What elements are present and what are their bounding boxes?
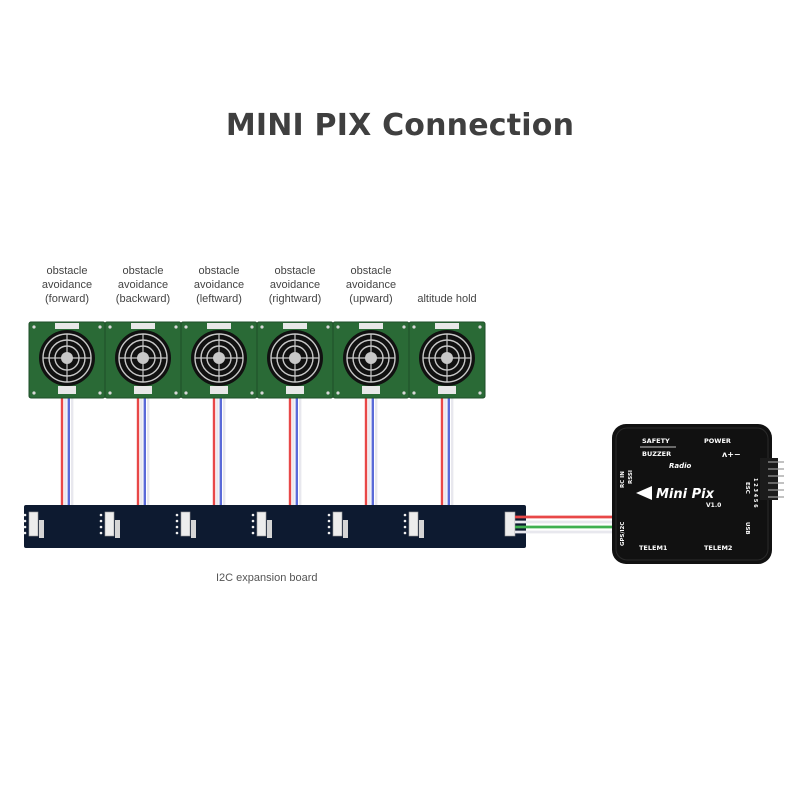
sensor-label-line: avoidance bbox=[270, 279, 320, 291]
ultrasonic-sensor bbox=[256, 321, 334, 399]
brand-name: Mini Pix bbox=[656, 487, 715, 502]
ultrasonic-sensor bbox=[408, 321, 486, 399]
expansion-port bbox=[99, 511, 120, 538]
ultrasonic-sensor bbox=[332, 321, 410, 399]
sensor-label-line: (rightward) bbox=[269, 293, 322, 305]
wire bbox=[333, 398, 371, 523]
usb-label: USB bbox=[744, 522, 750, 535]
wire bbox=[29, 398, 67, 523]
controller-cable bbox=[504, 511, 614, 537]
wire bbox=[409, 398, 444, 518]
expansion-port bbox=[23, 511, 44, 538]
expansion-board-label: I2C expansion board bbox=[216, 572, 318, 584]
esc-numbers: 1 2 3 4 5 6 bbox=[752, 478, 758, 508]
sensor-label-line: avoidance bbox=[194, 279, 244, 291]
power-label: POWER bbox=[704, 437, 731, 445]
wire bbox=[257, 398, 292, 518]
sensor-labels: obstacle avoidance (forward) obstacle avoida… bbox=[42, 265, 477, 305]
buzzer-label: BUZZER bbox=[642, 450, 671, 458]
expansion-board-ports bbox=[23, 511, 424, 538]
sensor-label-line: (leftward) bbox=[196, 293, 242, 305]
wire bbox=[333, 398, 368, 518]
wire bbox=[409, 398, 447, 523]
sensor-label-line: avoidance bbox=[42, 279, 92, 291]
safety-label: SAFETY bbox=[642, 437, 670, 445]
wire bbox=[29, 398, 64, 518]
brand-arrow-icon bbox=[636, 486, 652, 500]
sensor-label-line: obstacle bbox=[47, 265, 88, 277]
i2c-expansion-board bbox=[24, 505, 526, 548]
sensor-label-line: (forward) bbox=[45, 293, 89, 305]
sensor-label-line: altitude hold bbox=[417, 293, 476, 305]
radio-label: Radio bbox=[669, 462, 692, 470]
telem1-label: TELEM1 bbox=[639, 544, 668, 552]
esc-pin-header bbox=[760, 458, 784, 500]
expansion-port bbox=[403, 511, 424, 538]
sensor-label-line: (upward) bbox=[349, 293, 392, 305]
sensor-label-line: obstacle bbox=[275, 265, 316, 277]
expansion-port bbox=[327, 511, 348, 538]
mini-pix-controller: SAFETY BUZZER POWER ʌ+− Radio RC IN RSSI… bbox=[612, 424, 784, 564]
sensor-label-line: avoidance bbox=[346, 279, 396, 291]
sensor-label-line: obstacle bbox=[199, 265, 240, 277]
rc-in-label: RC IN bbox=[620, 471, 626, 488]
ultrasonic-sensor bbox=[28, 321, 106, 399]
esc-label: ESC bbox=[744, 482, 750, 494]
wire bbox=[181, 398, 219, 523]
controller-case bbox=[612, 424, 772, 564]
wire bbox=[257, 398, 295, 523]
telem2-label: TELEM2 bbox=[704, 544, 732, 552]
rssi-label: RSSI bbox=[628, 470, 634, 484]
wire bbox=[181, 398, 216, 518]
wire bbox=[105, 398, 143, 523]
sensor-label-line: avoidance bbox=[118, 279, 168, 291]
ultrasonic-sensor bbox=[104, 321, 182, 399]
sensor-modules bbox=[28, 321, 486, 399]
sensor-label-line: (backward) bbox=[116, 293, 170, 305]
wire bbox=[105, 398, 140, 518]
expansion-port bbox=[175, 511, 196, 538]
version-label: V1.0 bbox=[706, 502, 721, 509]
page-title: MINI PIX Connection bbox=[225, 108, 575, 143]
sensor-label-line: obstacle bbox=[123, 265, 164, 277]
sensor-label-line: obstacle bbox=[351, 265, 392, 277]
expansion-port bbox=[251, 511, 272, 538]
signal-marks: ʌ+− bbox=[722, 450, 741, 459]
gps-i2c-label: GPS/I2C bbox=[620, 522, 626, 546]
ultrasonic-sensor bbox=[180, 321, 258, 399]
